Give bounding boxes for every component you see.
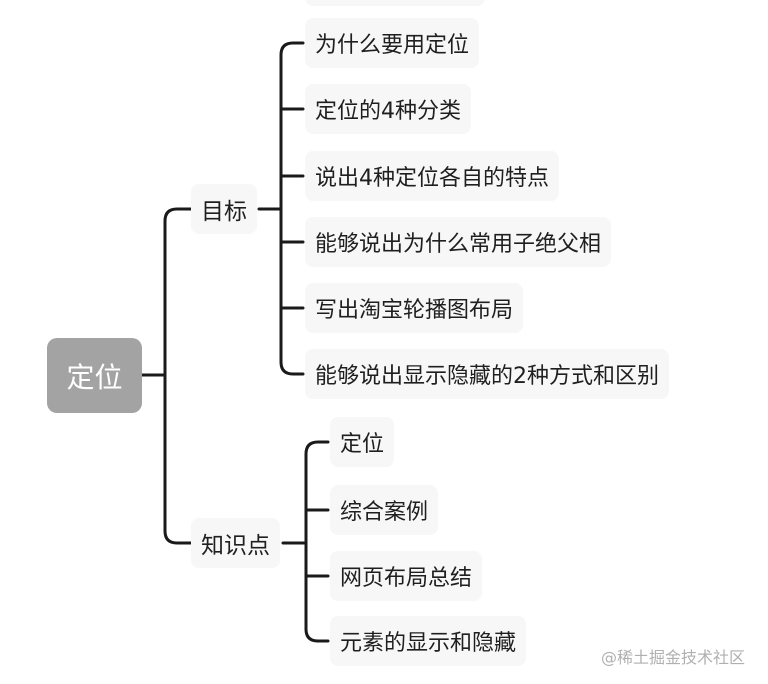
- branch-node-goals[interactable]: 目标: [191, 184, 257, 234]
- branch-node-label: 目标: [201, 199, 247, 225]
- leaf-node-label: 为什么要用定位: [315, 33, 470, 58]
- leaf-node[interactable]: 综合案例: [330, 485, 439, 535]
- connector-root-to-goals: [163, 207, 193, 377]
- branch-node-knowledge[interactable]: 知识点: [191, 518, 280, 568]
- root-node-label: 定位: [66, 360, 123, 394]
- leaf-node-label: 写出淘宝轮播图布局: [315, 298, 514, 323]
- leaf-node[interactable]: 写出淘宝轮播图布局: [305, 283, 524, 333]
- leaf-node[interactable]: 为什么要用定位: [305, 18, 480, 68]
- leaf-node-label: 说出4种定位各自的特点: [315, 166, 549, 191]
- leaf-node-label: 定位的4种分类: [315, 99, 461, 124]
- watermark: @稀土掘金技术社区: [601, 648, 746, 667]
- leaf-node[interactable]: 定位: [330, 417, 395, 467]
- leaf-node[interactable]: 网页布局总结: [330, 551, 483, 601]
- branch-node-label: 知识点: [201, 533, 270, 559]
- leaf-node-label: 网页布局总结: [340, 566, 473, 591]
- connector-knowledge-spine: [304, 440, 330, 643]
- leaf-node-label: 定位: [340, 432, 385, 457]
- root-node[interactable]: 定位: [47, 338, 142, 413]
- leaf-node[interactable]: 能够说出显示隐藏的2种方式和区别: [305, 349, 669, 399]
- leaf-node-label: 综合案例: [340, 500, 429, 525]
- connector-goals-spine: [279, 41, 305, 376]
- cropped-node: [305, 0, 485, 6]
- leaf-node-label: 能够说出为什么常用子绝父相: [315, 232, 602, 257]
- leaf-node-label: 元素的显示和隐藏: [340, 631, 517, 656]
- leaf-node[interactable]: 元素的显示和隐藏: [330, 616, 527, 666]
- leaf-node-label: 能够说出显示隐藏的2种方式和区别: [315, 364, 659, 389]
- leaf-node[interactable]: 能够说出为什么常用子绝父相: [305, 217, 612, 267]
- connector-root-to-knowledge: [163, 373, 193, 545]
- leaf-node[interactable]: 说出4种定位各自的特点: [305, 151, 559, 201]
- leaf-node[interactable]: 定位的4种分类: [305, 84, 471, 134]
